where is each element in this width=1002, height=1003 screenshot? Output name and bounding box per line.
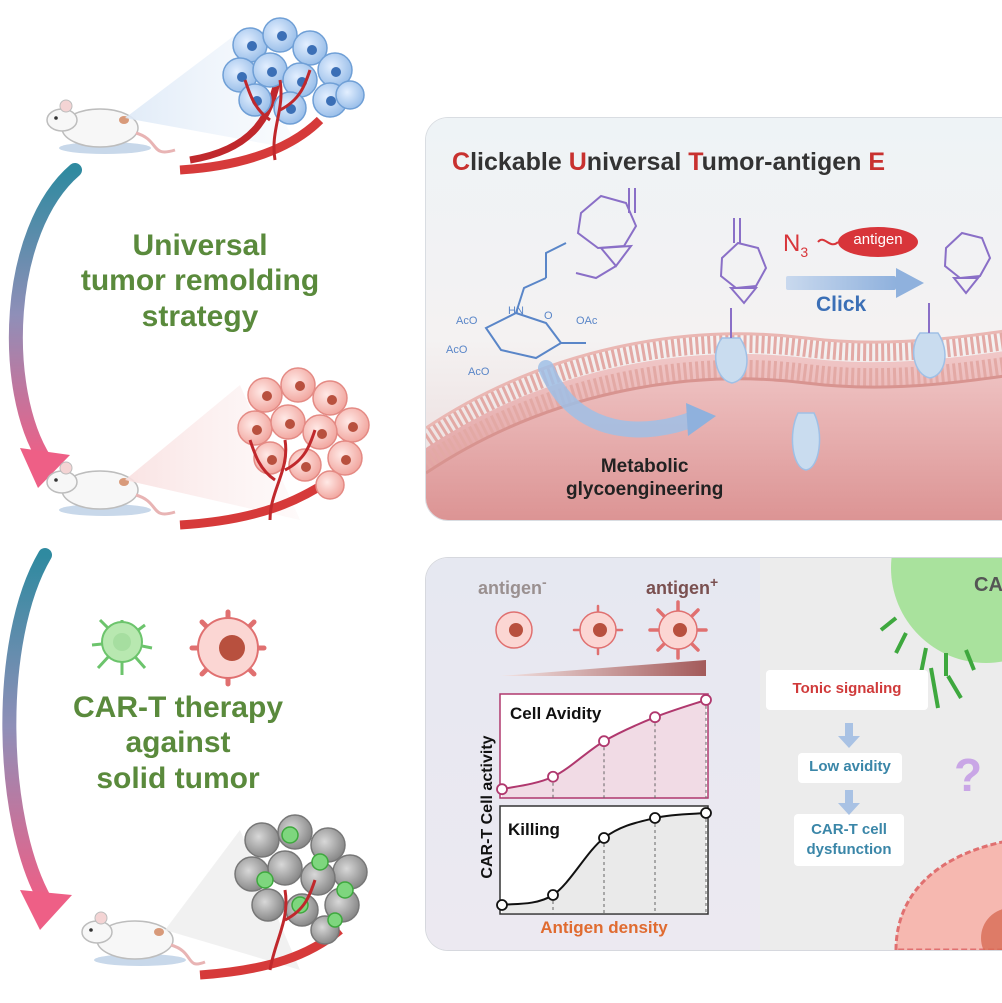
- cart-cell-icon: [891, 558, 1002, 663]
- cart-therapy-text: CAR-T therapy against solid tumor: [38, 690, 318, 796]
- metabolic-line: Metabolic: [600, 456, 689, 477]
- mouse-icon: [81, 911, 206, 966]
- killing-point: [649, 812, 661, 824]
- antigen-minus-text: antigen: [478, 578, 543, 598]
- gray-tumor: [199, 814, 368, 980]
- n3-subscript: 3: [800, 243, 809, 260]
- mouse-icon: [46, 99, 176, 154]
- killing-point: [598, 832, 610, 844]
- title-part: niversal: [586, 148, 689, 176]
- bottom-illustrations: [495, 558, 1002, 950]
- low-avidity-label: Low avidity: [798, 758, 902, 775]
- remodel-line: strategy: [141, 299, 259, 333]
- avidity-point: [649, 711, 661, 724]
- panel-title: Clickable Universal Tumor-antigen E: [452, 148, 885, 177]
- cute-panel: Clickable Universal Tumor-antigen E N3 a…: [426, 118, 1002, 520]
- killing-chart-frame: [499, 805, 709, 915]
- antigen-plus-text: antigen: [646, 578, 711, 598]
- tumor-cell-icon: [648, 600, 708, 660]
- title-part: lickable: [470, 148, 569, 176]
- title-part: E: [868, 148, 886, 176]
- n3-label: N3: [783, 230, 808, 260]
- pink-tumor: [179, 367, 370, 530]
- killing-series-label: Killing: [508, 820, 560, 839]
- killing-point: [547, 889, 559, 901]
- title-part: U: [568, 148, 587, 176]
- remodel-strategy-text: Universal tumor remolding strategy: [60, 228, 340, 334]
- cart-cell-icon: [91, 618, 153, 675]
- membrane-illustration: [426, 188, 1002, 520]
- blue-tumor: [179, 17, 365, 175]
- n3-letter: N: [783, 230, 801, 257]
- question-mark: ?: [954, 749, 983, 801]
- chem-label: AcO: [446, 344, 468, 356]
- dysfunction-line: CAR-T cell: [811, 821, 887, 838]
- tonic-signaling-label: Tonic signaling: [766, 680, 928, 697]
- title-part: umor-antigen: [701, 148, 869, 176]
- chem-label: AcO: [456, 315, 478, 327]
- avidity-point: [598, 735, 610, 748]
- tumor-cell-icon: [189, 609, 267, 687]
- plus-sup: +: [710, 574, 719, 590]
- antigen-tag: antigen: [853, 231, 903, 248]
- cart-line: solid tumor: [96, 761, 260, 795]
- avidity-point: [547, 770, 559, 783]
- title-part: T: [688, 148, 702, 176]
- mouse-icon: [46, 461, 176, 516]
- click-label: Click: [816, 293, 867, 316]
- curved-arrow-bottom: [2, 548, 52, 907]
- title-part: C: [452, 148, 471, 176]
- chem-label: O: [544, 310, 553, 322]
- metabolic-line: glycoengineering: [566, 478, 724, 500]
- left-illustrations: [2, 17, 370, 980]
- remodel-line: Universal: [132, 229, 268, 262]
- antigen-plus-label: antigen+: [646, 574, 718, 599]
- killing-point: [496, 899, 508, 911]
- antigen-minus-label: antigen-: [478, 574, 547, 599]
- killing-point: [700, 807, 712, 819]
- avidity-series-label: Cell Avidity: [510, 704, 602, 723]
- avidity-point: [700, 694, 712, 706]
- x-axis-label: Antigen density: [540, 918, 668, 937]
- dysfunction-label: CAR-T cell dysfunction: [794, 820, 904, 859]
- avidity-point: [496, 783, 508, 796]
- chem-label: AcO: [468, 366, 490, 378]
- cart-line: against: [125, 726, 231, 760]
- tumor-cell-icon: [495, 611, 533, 649]
- dysfunction-line: dysfunction: [806, 840, 892, 858]
- curved-arrow-top: [8, 163, 82, 467]
- y-axis-label: CAR-T Cell activity: [479, 735, 496, 879]
- cart-line: CAR-T therapy: [72, 691, 283, 724]
- cart-panel: antigen- antigen+ CAR-T Cell activity An…: [426, 558, 1002, 950]
- remodel-line: tumor remolding: [80, 264, 320, 298]
- car-label: CA: [974, 574, 1002, 596]
- chem-label: HN: [508, 305, 524, 317]
- chem-label: OAc: [576, 315, 598, 327]
- minus-sup: -: [542, 574, 547, 590]
- metabolic-label: Metabolic glycoengineering: [566, 456, 723, 502]
- tumor-cell-icon: [572, 604, 624, 656]
